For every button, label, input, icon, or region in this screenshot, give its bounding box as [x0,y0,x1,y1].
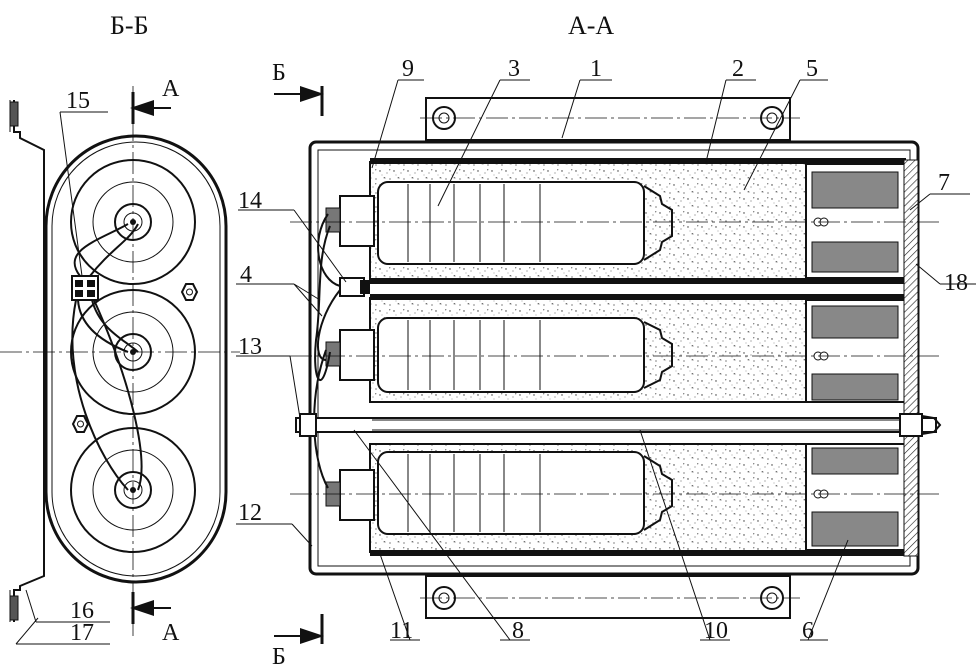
cut-mark-b-bottom: Б [272,644,286,667]
callout-15: 15 [66,88,90,114]
section-aa-title: А-А [568,11,614,40]
callout-16: 16 [70,598,94,624]
cut-mark-a-top: А [162,76,180,102]
section-bb-title: Б-Б [110,11,149,40]
through-bolt [295,413,942,437]
end-caps [805,159,919,557]
cut-mark-a-bottom: А [162,620,180,646]
callout-1: 1 [590,56,602,82]
callout-3: 3 [508,56,520,82]
callout-6: 6 [802,618,814,644]
callout-8: 8 [512,618,524,644]
capacitor-top [377,181,673,265]
callout-5: 5 [806,56,818,82]
callout-13: 13 [238,334,262,360]
callout-11: 11 [390,618,413,644]
callout-12: 12 [238,500,262,526]
callout-14: 14 [238,188,262,214]
cut-mark-b-top: Б [272,60,286,86]
callout-7: 7 [938,170,950,196]
callout-17: 17 [70,620,94,646]
roll-bottom [70,427,196,553]
callout-2: 2 [732,56,744,82]
callout-9: 9 [402,56,414,82]
callout-4: 4 [240,262,252,288]
callout-18: 18 [944,270,968,296]
callout-10: 10 [704,618,728,644]
roll-middle [70,289,196,415]
capacitor-middle [377,317,673,393]
view-bb [0,86,240,645]
roll-top [70,159,196,285]
terminal-heads [325,195,375,521]
view-aa [236,79,976,644]
capacitor-bottom [377,451,673,535]
